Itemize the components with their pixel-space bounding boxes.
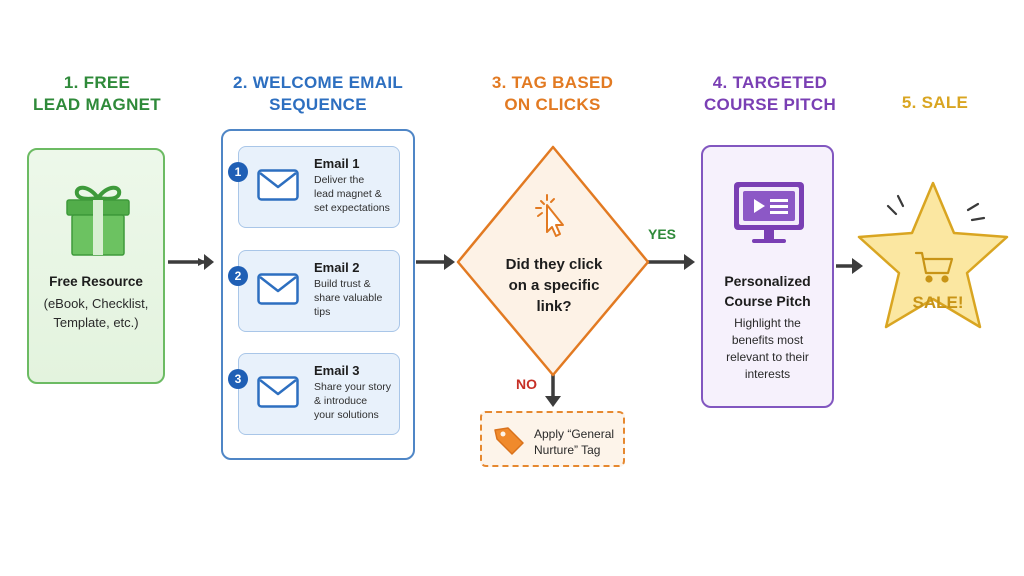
email-card-1: Email 1 Deliver the lead magnet & set ex…: [238, 146, 400, 228]
sale-text: SALE!: [912, 293, 964, 312]
pitch-title: Personalized Course Pitch: [724, 273, 811, 309]
tag-icon: [494, 427, 524, 455]
pitch-desc: Highlight the benefits most relevant to …: [726, 316, 809, 381]
decision-diamond: [456, 145, 650, 377]
email-card-2: Email 2 Build trust & share valuable tip…: [238, 250, 400, 332]
email-title: Email 1: [314, 156, 360, 171]
tag-text: Apply “General Nurture” Tag: [534, 427, 615, 457]
gift-icon: [66, 185, 130, 256]
sale-star: [857, 181, 1009, 329]
email-title: Email 2: [314, 260, 360, 275]
step-title-welcome-email: 2. WELCOME EMAIL SEQUENCE: [232, 73, 404, 114]
lead-magnet-card: Free Resource (eBook, Checklist, Templat…: [27, 148, 165, 384]
arrow-2-to-3: [416, 254, 455, 270]
envelope-icon: [257, 169, 299, 201]
step-title-sale: 5. SALE: [901, 93, 969, 112]
no-label: NO: [516, 376, 537, 392]
lead-magnet-desc: (eBook, Checklist, Template, etc.): [43, 296, 149, 330]
decision-question: Did they click on a specific link?: [505, 256, 603, 315]
cursor-click-icon: [535, 194, 564, 237]
arrow-yes-to-pitch: [648, 254, 695, 270]
step-title-course-pitch: 4. TARGETED COURSE PITCH: [703, 73, 837, 114]
step-title-tag-clicks: 3. TAG BASED ON CLICKS: [491, 73, 614, 114]
envelope-icon: [257, 273, 299, 305]
sparkle-lines: [886, 194, 986, 222]
arrow-pitch-to-sale: [836, 258, 863, 274]
cart-icon: [914, 251, 954, 283]
monitor-video-icon: [734, 182, 804, 243]
general-nurture-tag-box: Apply “General Nurture” Tag: [480, 411, 625, 467]
email-title: Email 3: [314, 363, 360, 378]
email-desc: Share your story & introduce your soluti…: [314, 381, 392, 421]
course-pitch-card: Personalized Course Pitch Highlight the …: [701, 145, 834, 408]
envelope-icon: [257, 376, 299, 408]
email-desc: Deliver the lead magnet & set expectatio…: [314, 174, 390, 214]
email-number-badge: 3: [228, 369, 248, 389]
email-number-badge: 2: [228, 266, 248, 286]
email-number-badge: 1: [228, 162, 248, 182]
email-desc: Build trust & share valuable tips: [314, 278, 383, 318]
yes-label: YES: [648, 226, 677, 242]
lead-magnet-title: Free Resource: [49, 274, 143, 289]
step-title-lead-magnet: 1. FREE LEAD MAGNET: [33, 73, 161, 114]
email-card-3: Email 3 Share your story & introduce you…: [238, 353, 400, 435]
arrow-1-to-2: [168, 254, 214, 270]
